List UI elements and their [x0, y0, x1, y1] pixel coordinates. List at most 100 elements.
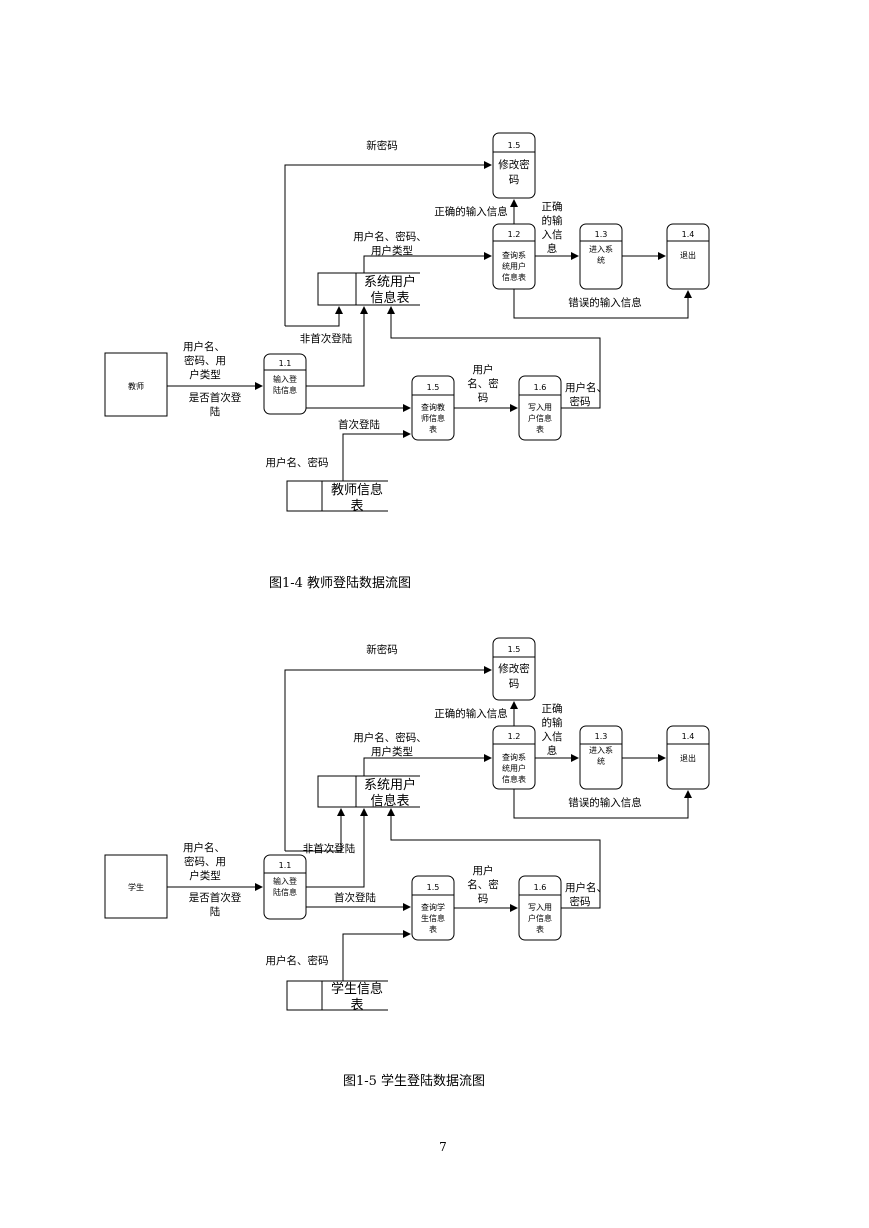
process-1-1 — [263, 353, 307, 415]
process-number: 1.1 — [279, 861, 292, 870]
flow-1-1-to-store — [306, 808, 368, 888]
process-number: 1.2 — [508, 230, 521, 239]
process-number: 1.4 — [682, 732, 695, 741]
flow-label: 密码、用 — [184, 354, 226, 367]
flow-label: 正确的输入信息 — [434, 205, 508, 218]
process-label: 表 — [429, 924, 437, 934]
flow-label: 息 — [547, 242, 558, 255]
process-label: 查询系 — [502, 752, 526, 762]
process-1-5-top — [492, 132, 536, 199]
flow-label: 户类型 — [189, 368, 221, 381]
process-label: 写入用 — [528, 403, 552, 412]
flow-label: 是否首次登 — [189, 391, 242, 404]
flow-label: 用户名、密码、 — [353, 731, 427, 744]
flow-1-6-to-store — [387, 808, 601, 909]
flow-label: 首次登陆 — [338, 418, 380, 431]
flow-label: 用户名、 — [565, 881, 607, 894]
flow-label: 息 — [547, 744, 558, 757]
process-label: 表 — [536, 424, 544, 434]
flow-label: 户类型 — [189, 869, 221, 882]
flow-label: 密码 — [570, 395, 591, 408]
data-store-info-table — [286, 480, 388, 512]
flow-label: 用户名、 — [565, 381, 607, 394]
flow-label: 密码、用 — [184, 855, 226, 868]
flow-not-first-login — [285, 306, 343, 327]
process-label: 码 — [509, 678, 520, 690]
data-store-label: 系统用户 — [364, 274, 416, 290]
process-label: 生信息 — [421, 913, 445, 923]
process-label: 统用户 — [502, 763, 526, 773]
process-label: 退出 — [680, 250, 696, 260]
flow-label: 是否首次登 — [189, 891, 242, 904]
data-store-info-table — [286, 980, 388, 1011]
flow-label: 码 — [478, 392, 489, 404]
flow-label: 的输 — [542, 214, 563, 227]
process-number: 1.6 — [534, 883, 547, 892]
flow-label: 错误的输入信息 — [568, 796, 642, 809]
student-dfd-labels: 学生 1.1 输入登 陆信息 1.2 查询系 统用户 信息表 1.3 进入系 统… — [128, 643, 696, 1089]
process-number: 1.3 — [595, 230, 608, 239]
teacher-login-dfd — [104, 132, 710, 512]
page-number: 7 — [439, 1140, 447, 1154]
flow-store-to-1-2 — [363, 252, 492, 273]
process-number: 1.5 — [508, 141, 521, 150]
process-label: 退出 — [680, 753, 696, 763]
process-label: 码 — [509, 174, 520, 186]
process-label: 表 — [536, 924, 544, 934]
process-label: 陆信息 — [273, 887, 297, 897]
flow-label: 名、密 — [467, 377, 499, 390]
flow-label: 新密码 — [366, 643, 398, 656]
data-store-label: 信息表 — [370, 290, 409, 306]
flow-label: 用户名、 — [183, 340, 225, 353]
data-store-label: 学生信息 — [331, 981, 383, 997]
data-store-label: 表 — [350, 499, 363, 514]
process-1-5-top — [492, 637, 536, 701]
process-number: 1.5 — [508, 645, 521, 654]
flow-label: 正确 — [542, 702, 563, 715]
process-label: 信息表 — [502, 774, 526, 784]
process-label: 户信息 — [528, 913, 552, 923]
flow-1-1-to-store — [306, 306, 368, 387]
flow-label: 用户类型 — [371, 244, 413, 257]
flow-label: 陆 — [210, 905, 221, 918]
figure-caption: 图1-5 学生登陆数据流图 — [343, 1073, 485, 1089]
data-store-label: 教师信息 — [331, 482, 383, 498]
process-label: 统用户 — [502, 261, 526, 271]
flow-new-password — [284, 161, 492, 326]
flow-new-password — [284, 666, 492, 851]
data-store-system-users — [317, 272, 420, 306]
student-login-dfd — [104, 637, 710, 1011]
flow-label: 非首次登陆 — [303, 842, 356, 855]
flow-label: 非首次登陆 — [300, 332, 353, 345]
figure-caption: 图1-4 教师登陆数据流图 — [269, 575, 411, 591]
process-label: 师信息 — [421, 413, 445, 423]
process-label: 陆信息 — [273, 385, 297, 395]
process-label: 表 — [429, 424, 437, 434]
process-1-4 — [666, 223, 710, 290]
process-number: 1.6 — [534, 383, 547, 392]
flow-label: 用户名、 — [183, 841, 225, 854]
process-label: 写入用 — [528, 903, 552, 912]
flow-info-to-1-5 — [342, 930, 411, 981]
process-label: 查询教 — [421, 402, 445, 412]
process-label: 查询学 — [421, 902, 445, 912]
entity-label: 教师 — [128, 381, 144, 391]
flow-label: 正确的输入信息 — [434, 707, 508, 720]
process-label: 修改密 — [498, 158, 530, 171]
flow-label: 用户名、密码 — [266, 456, 329, 469]
flow-info-to-1-5 — [342, 430, 411, 481]
process-label: 输入登 — [273, 374, 297, 384]
process-label: 进入系 — [589, 244, 613, 254]
flow-store-to-1-2 — [363, 754, 492, 776]
process-number: 1.5 — [427, 883, 440, 892]
data-store-system-users — [317, 775, 420, 808]
process-label: 户信息 — [528, 413, 552, 423]
flow-label: 用户类型 — [371, 745, 413, 758]
flow-label: 首次登陆 — [334, 891, 376, 904]
teacher-dfd-labels: 教师 1.1 输入登 陆信息 1.2 查询系 统用户 信息表 1.3 进入系 统… — [128, 139, 696, 591]
process-label: 修改密 — [498, 662, 530, 675]
entity-label: 学生 — [128, 882, 144, 892]
flow-label: 用户 — [473, 363, 494, 376]
